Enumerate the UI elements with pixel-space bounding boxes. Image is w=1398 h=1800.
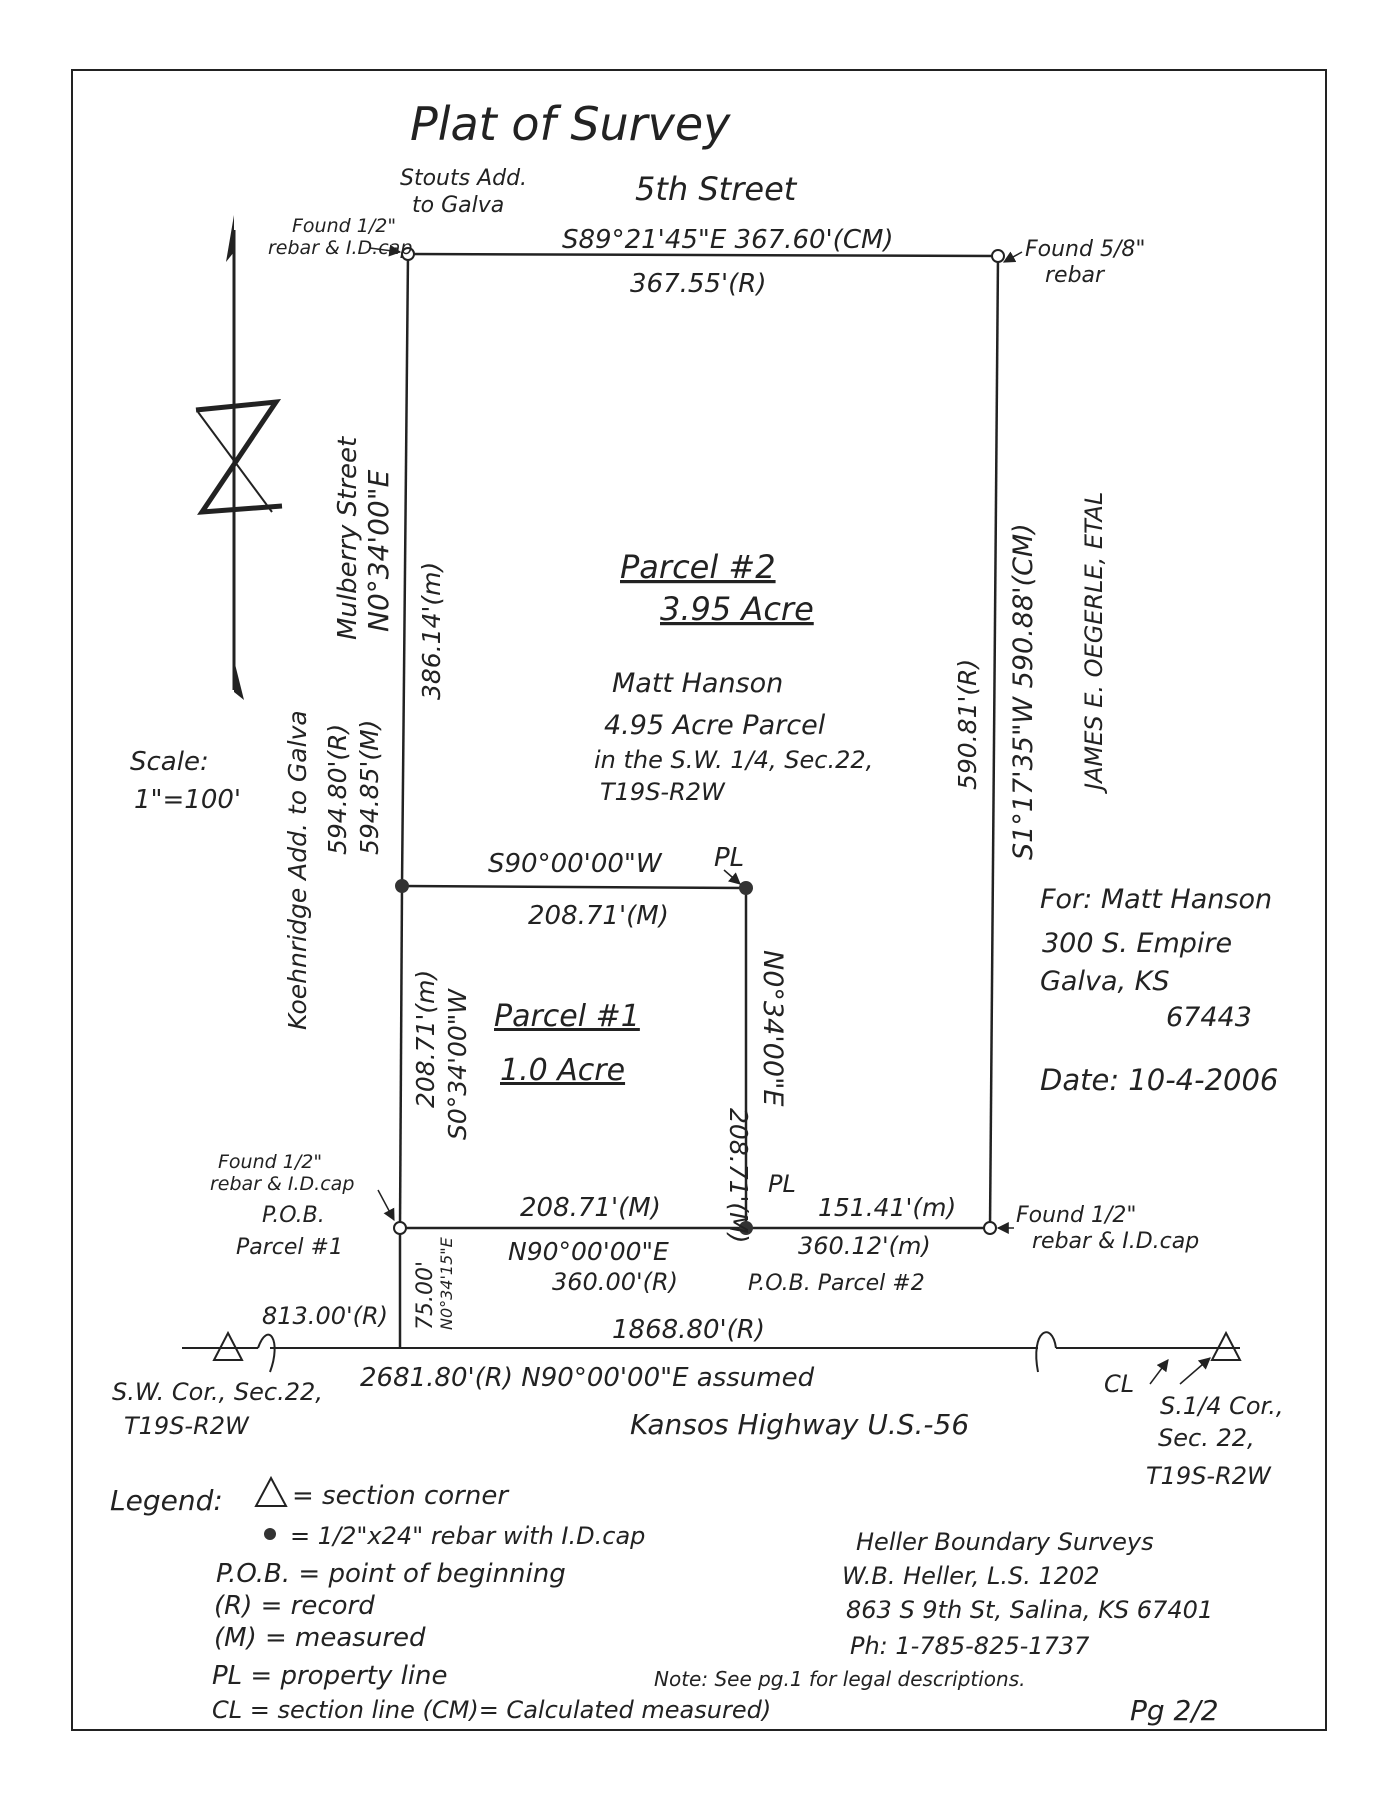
surveyor-name: W.B. Heller, L.S. 1202 [842, 1562, 1100, 1590]
west-line-measured: 594.85'(M) [355, 720, 384, 855]
tie-bearing: N0°34'15"E [437, 1236, 456, 1330]
section-mid-record: 1868.80'(R) [612, 1315, 765, 1345]
sw-section-corner-2: T19S-R2W [124, 1412, 250, 1440]
tie-length: 75.00' [413, 1261, 438, 1330]
sw-section-corner-icon [212, 1330, 244, 1361]
ne-corner-note-1: Found 5/8" [1025, 237, 1145, 262]
section-total: 2681.80'(R) N90°00'00"E assumed [360, 1363, 815, 1393]
highway-name: Kansos Highway U.S.-56 [630, 1408, 969, 1441]
desc-owner: Matt Hanson [612, 668, 783, 699]
sw-section-corner-1: S.W. Cor., Sec.22, [112, 1378, 323, 1406]
client-zip: 67443 [1166, 1002, 1252, 1033]
south-p1-length: 208.71'(M) [520, 1193, 661, 1223]
s14-section-corner-1: S.1/4 Cor., [1160, 1392, 1283, 1420]
pob1-label-1: P.O.B. [262, 1203, 325, 1228]
se-corner-note-2: rebar & I.D.cap [1032, 1229, 1199, 1254]
p1-east-bearing: N0°34'00"E [757, 950, 788, 1107]
legend-item-record: (R) = record [214, 1591, 375, 1621]
legend-triangle-icon [254, 1475, 288, 1507]
nw-corner-note-2: rebar & I.D.cap [268, 237, 412, 259]
page-border [71, 69, 1327, 1731]
nw-corner-marker [401, 247, 415, 261]
east-adjoiner: JAMES E. OEGERLE, ETAL [1080, 492, 1108, 794]
north-street-label: 5th Street [635, 170, 798, 208]
desc-township: T19S-R2W [600, 778, 726, 806]
s14-section-corner-2: Sec. 22, [1158, 1424, 1255, 1452]
north-adjoiner-line1: Stouts Add. [400, 166, 527, 191]
parcel-boundary [398, 252, 1000, 1348]
ne-corner-note-2: rebar [1045, 263, 1106, 288]
legend-item-property-line: PL = property line [212, 1661, 448, 1691]
survey-date: Date: 10-4-2006 [1040, 1063, 1278, 1097]
scale-value: 1"=100' [134, 785, 241, 815]
desc-location: in the S.W. 1/4, Sec.22, [594, 746, 873, 774]
sw-corner-note-1: Found 1/2" [218, 1151, 322, 1173]
rebar-marker-pob2 [739, 1221, 753, 1235]
client-address: 300 S. Empire [1042, 928, 1232, 959]
legend-title: Legend: [110, 1484, 223, 1517]
west-street-name: Mulberry Street [333, 436, 363, 640]
client-for: For: Matt Hanson [1040, 884, 1272, 915]
sw-corner-note-2: rebar & I.D.cap [210, 1173, 354, 1195]
legend-item-rebar: = 1/2"x24" rebar with I.D.cap [290, 1522, 645, 1550]
rebar-marker-west [395, 879, 409, 893]
parcel2-name: Parcel #2 [620, 548, 776, 586]
west-street-bearing: N0°34'00"E [362, 469, 395, 632]
ne-corner-marker [991, 249, 1005, 263]
p1-west-bearing: S0°34'00"W [443, 988, 472, 1140]
surveyor-company: Heller Boundary Surveys [856, 1528, 1154, 1556]
south-total-measured: 360.12'(m) [798, 1232, 931, 1260]
page-number: Pg 2/2 [1130, 1694, 1219, 1727]
rebar-marker-east [739, 881, 753, 895]
s14-section-corner-3: T19S-R2W [1146, 1462, 1272, 1490]
parcel1-area: 1.0 Acre [500, 1053, 625, 1088]
nw-corner-note-1: Found 1/2" [292, 215, 396, 237]
north-line-record: 367.55'(R) [630, 269, 766, 299]
west-upper-length: 386.14'(m) [417, 562, 446, 700]
south-bearing: N90°00'00"E [508, 1237, 669, 1266]
plat-title: Plat of Survey [410, 97, 731, 151]
section-line [182, 1331, 1240, 1373]
se-corner-marker [983, 1221, 997, 1235]
south-east-length: 151.41'(m) [818, 1193, 956, 1222]
north-arrow-icon [195, 215, 283, 700]
pob1-label-2: Parcel #1 [236, 1235, 343, 1260]
south-record: 360.00'(R) [552, 1268, 678, 1296]
surveyor-address: 863 S 9th St, Salina, KS 67401 [846, 1596, 1213, 1624]
p1-west-length: 208.71'(m) [411, 970, 440, 1108]
north-adjoiner-line2: to Galva [412, 193, 504, 218]
legend-item-section-corner: = section corner [292, 1481, 510, 1511]
north-line-bearing: S89°21'45"E 367.60'(CM) [562, 225, 894, 255]
west-line-record: 594.80'(R) [323, 724, 352, 855]
legal-note: Note: See pg.1 for legal descriptions. [654, 1667, 1026, 1691]
mid-line-bearing: S90°00'00"W [488, 849, 663, 879]
parcel1-name: Parcel #1 [494, 999, 640, 1034]
mid-line-length: 208.71'(M) [528, 901, 669, 931]
p1-east-length: 208.71'(M) [724, 1108, 753, 1243]
s14-section-corner-icon [1210, 1330, 1242, 1361]
pob2-pl: PL [768, 1170, 796, 1198]
legend-rebar-icon [264, 1528, 276, 1540]
client-city: Galva, KS [1040, 966, 1170, 997]
tie-west-record: 813.00'(R) [262, 1302, 388, 1330]
se-corner-note-1: Found 1/2" [1016, 1203, 1136, 1228]
scale-label: Scale: [130, 747, 209, 777]
legend-item-pob: P.O.B. = point of beginning [216, 1559, 566, 1589]
east-line-bearing: S1°17'35"W 590.88'(CM) [1008, 523, 1039, 860]
parcel2-area: 3.95 Acre [660, 590, 814, 628]
section-line-cl: CL [1104, 1370, 1134, 1398]
legend-item-measured: (M) = measured [214, 1623, 426, 1653]
legend-item-section-line: CL = section line (CM)= Calculated measu… [212, 1696, 771, 1724]
surveyor-phone: Ph: 1-785-825-1737 [850, 1632, 1090, 1660]
pob2-label: P.O.B. Parcel #2 [748, 1271, 925, 1296]
west-adjoiner: Koehnridge Add. to Galva [283, 710, 312, 1030]
mid-line-pl: PL [714, 843, 744, 873]
east-line-record: 590.81'(R) [953, 659, 982, 790]
desc-area: 4.95 Acre Parcel [604, 710, 826, 741]
sw-corner-marker [393, 1221, 407, 1235]
